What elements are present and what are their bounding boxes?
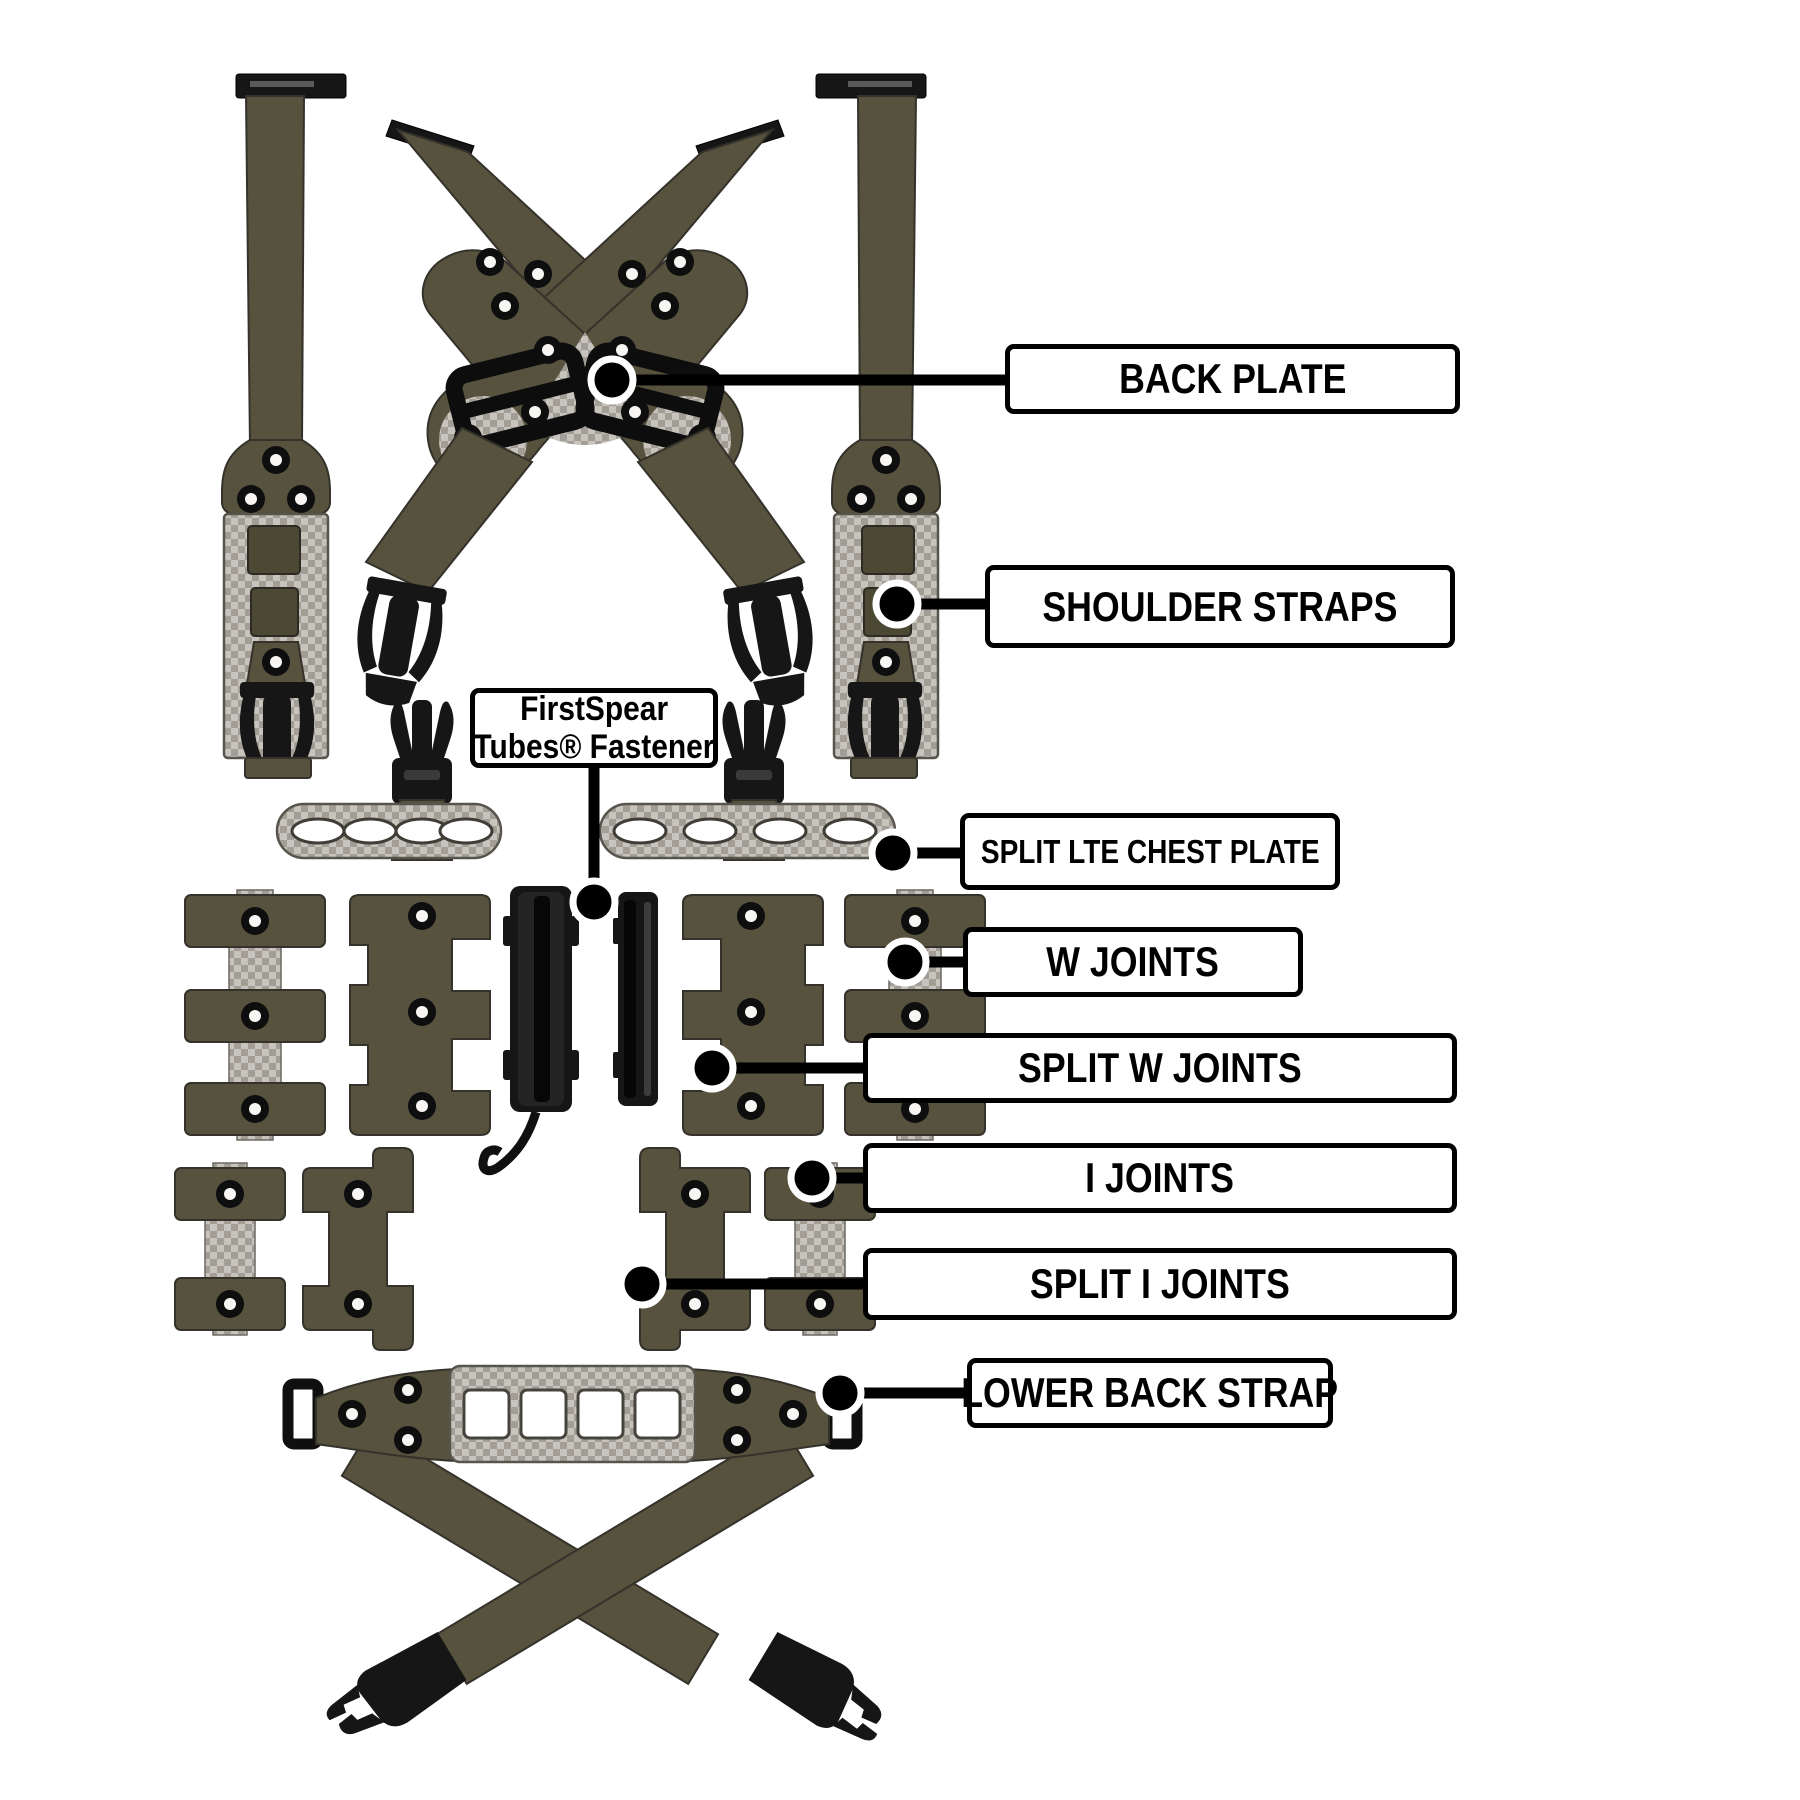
callout-shoulder-straps-text: SHOULDER STRAPS xyxy=(1042,582,1398,630)
callout-i-joints-text: I JOINTS xyxy=(1085,1154,1235,1201)
callout-back-plate: BACK PLATE xyxy=(1005,344,1460,414)
right-male-buckle xyxy=(721,575,825,713)
callout-split-i-joints-text: SPLIT I JOINTS xyxy=(1030,1260,1290,1307)
leader-lines xyxy=(569,355,1005,1418)
right-shoulder-strap xyxy=(816,74,940,778)
callout-i-joints: I JOINTS xyxy=(863,1143,1457,1213)
callout-tubes-fastener-line2: Tubes® Fastener xyxy=(473,728,715,766)
callout-split-lte-chest-plate: SPLIT LTE CHEST PLATE xyxy=(960,813,1340,890)
left-male-buckle xyxy=(345,575,449,713)
callout-tubes-fastener: FirstSpear Tubes® Fastener xyxy=(470,688,718,768)
callout-w-joints: W JOINTS xyxy=(963,927,1303,997)
right-chest-drop-strap xyxy=(636,426,806,594)
callout-split-w-joints-text: SPLIT W JOINTS xyxy=(1018,1044,1302,1091)
lower-back-strap xyxy=(282,1364,900,1757)
split-w-joint xyxy=(683,895,823,1135)
lower-right-hook-buckle xyxy=(746,1626,900,1755)
callout-split-w-joints: SPLIT W JOINTS xyxy=(863,1033,1457,1103)
left-chest-drop-strap xyxy=(364,426,534,594)
callout-back-plate-text: BACK PLATE xyxy=(1118,355,1347,402)
tubes-fastener-male xyxy=(478,886,579,1176)
i-joint-solid-left xyxy=(303,1148,413,1350)
lower-left-hook-buckle xyxy=(316,1628,470,1757)
back-plate-harness xyxy=(345,119,825,713)
callout-tubes-fastener-line1: FirstSpear xyxy=(519,689,669,728)
callout-w-joints-text: W JOINTS xyxy=(1046,938,1220,985)
callout-split-i-joints: SPLIT I JOINTS xyxy=(863,1248,1457,1320)
left-chest-plate xyxy=(275,802,503,860)
tubes-fastener-female xyxy=(613,892,658,1106)
lower-left-ring xyxy=(282,1378,324,1450)
left-shoulder-strap xyxy=(222,74,346,778)
w-joint-solid-left xyxy=(350,895,490,1135)
i-joint-webbed-left xyxy=(175,1163,285,1335)
right-chest-plate xyxy=(598,802,897,860)
callout-shoulder-straps: SHOULDER STRAPS xyxy=(985,565,1455,648)
callout-lower-back-strap-text: LOWER BACK STRAP xyxy=(961,1369,1339,1416)
split-i-joint xyxy=(640,1148,750,1350)
back-plate-left-slider-buckle xyxy=(445,342,595,454)
callout-split-lte-chest-plate-text: SPLIT LTE CHEST PLATE xyxy=(980,832,1320,870)
w-joint-webbed-left xyxy=(185,890,325,1140)
callout-lower-back-strap: LOWER BACK STRAP xyxy=(962,1358,1338,1428)
